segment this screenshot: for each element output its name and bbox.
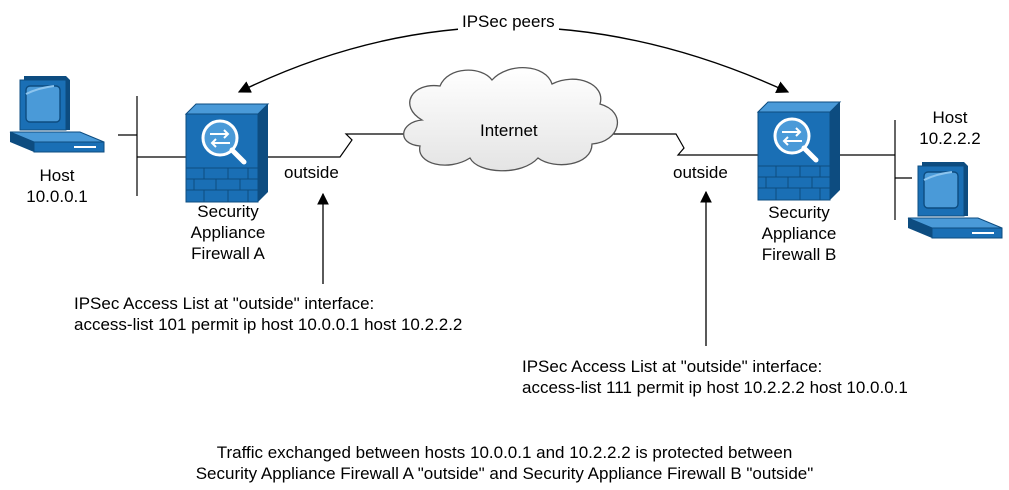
host-a-title: Host xyxy=(39,166,75,185)
host-a-label: Host 10.0.0.1 xyxy=(20,165,94,207)
firewall-b-line3: Firewall B xyxy=(761,245,837,264)
acl-a-line1: IPSec Access List at "outside" interface… xyxy=(74,294,375,313)
internet-cloud-icon xyxy=(403,67,618,172)
firewall-a-label: Security Appliance Firewall A xyxy=(173,201,283,264)
firewall-b-label: Security Appliance Firewall B xyxy=(744,202,854,265)
acl-b-text: IPSec Access List at "outside" interface… xyxy=(522,356,908,398)
acl-b-line1: IPSec Access List at "outside" interface… xyxy=(522,357,823,376)
host-b-ip: 10.2.2.2 xyxy=(919,129,981,148)
footer-line1: Traffic exchanged between hosts 10.0.0.1… xyxy=(216,443,793,462)
serial-link-a xyxy=(268,133,410,158)
footer-caption: Traffic exchanged between hosts 10.0.0.1… xyxy=(0,442,1009,484)
host-computer-icon xyxy=(9,76,105,153)
firewall-appliance-icon xyxy=(184,103,270,203)
acl-b-line2: access-list 111 permit ip host 10.2.2.2 … xyxy=(522,378,908,397)
acl-a-text: IPSec Access List at "outside" interface… xyxy=(74,293,462,335)
firewall-b-line1: Security xyxy=(768,203,830,222)
firewall-a-line1: Security xyxy=(197,202,259,221)
firewall-a-line2: Appliance xyxy=(190,223,266,242)
serial-link-b xyxy=(612,133,758,156)
host-a-ip: 10.0.0.1 xyxy=(26,187,88,206)
host-a-link xyxy=(118,96,187,196)
firewall-appliance-icon xyxy=(756,101,842,201)
firewall-a-interface-label: outside xyxy=(284,163,339,182)
firewall-a-line3: Firewall A xyxy=(191,244,265,263)
footer-line2: Security Appliance Firewall A "outside" … xyxy=(195,464,814,483)
host-b-title: Host xyxy=(932,108,968,127)
host-b-link xyxy=(830,120,912,220)
peers-label: IPSec peers xyxy=(458,11,559,32)
internet-label: Internet xyxy=(480,121,538,140)
host-computer-icon xyxy=(907,162,1003,239)
host-b-label: Host 10.2.2.2 xyxy=(911,107,989,149)
firewall-b-line2: Appliance xyxy=(761,224,837,243)
firewall-b-interface-label: outside xyxy=(673,163,728,182)
acl-a-line2: access-list 101 permit ip host 10.0.0.1 … xyxy=(74,315,463,334)
